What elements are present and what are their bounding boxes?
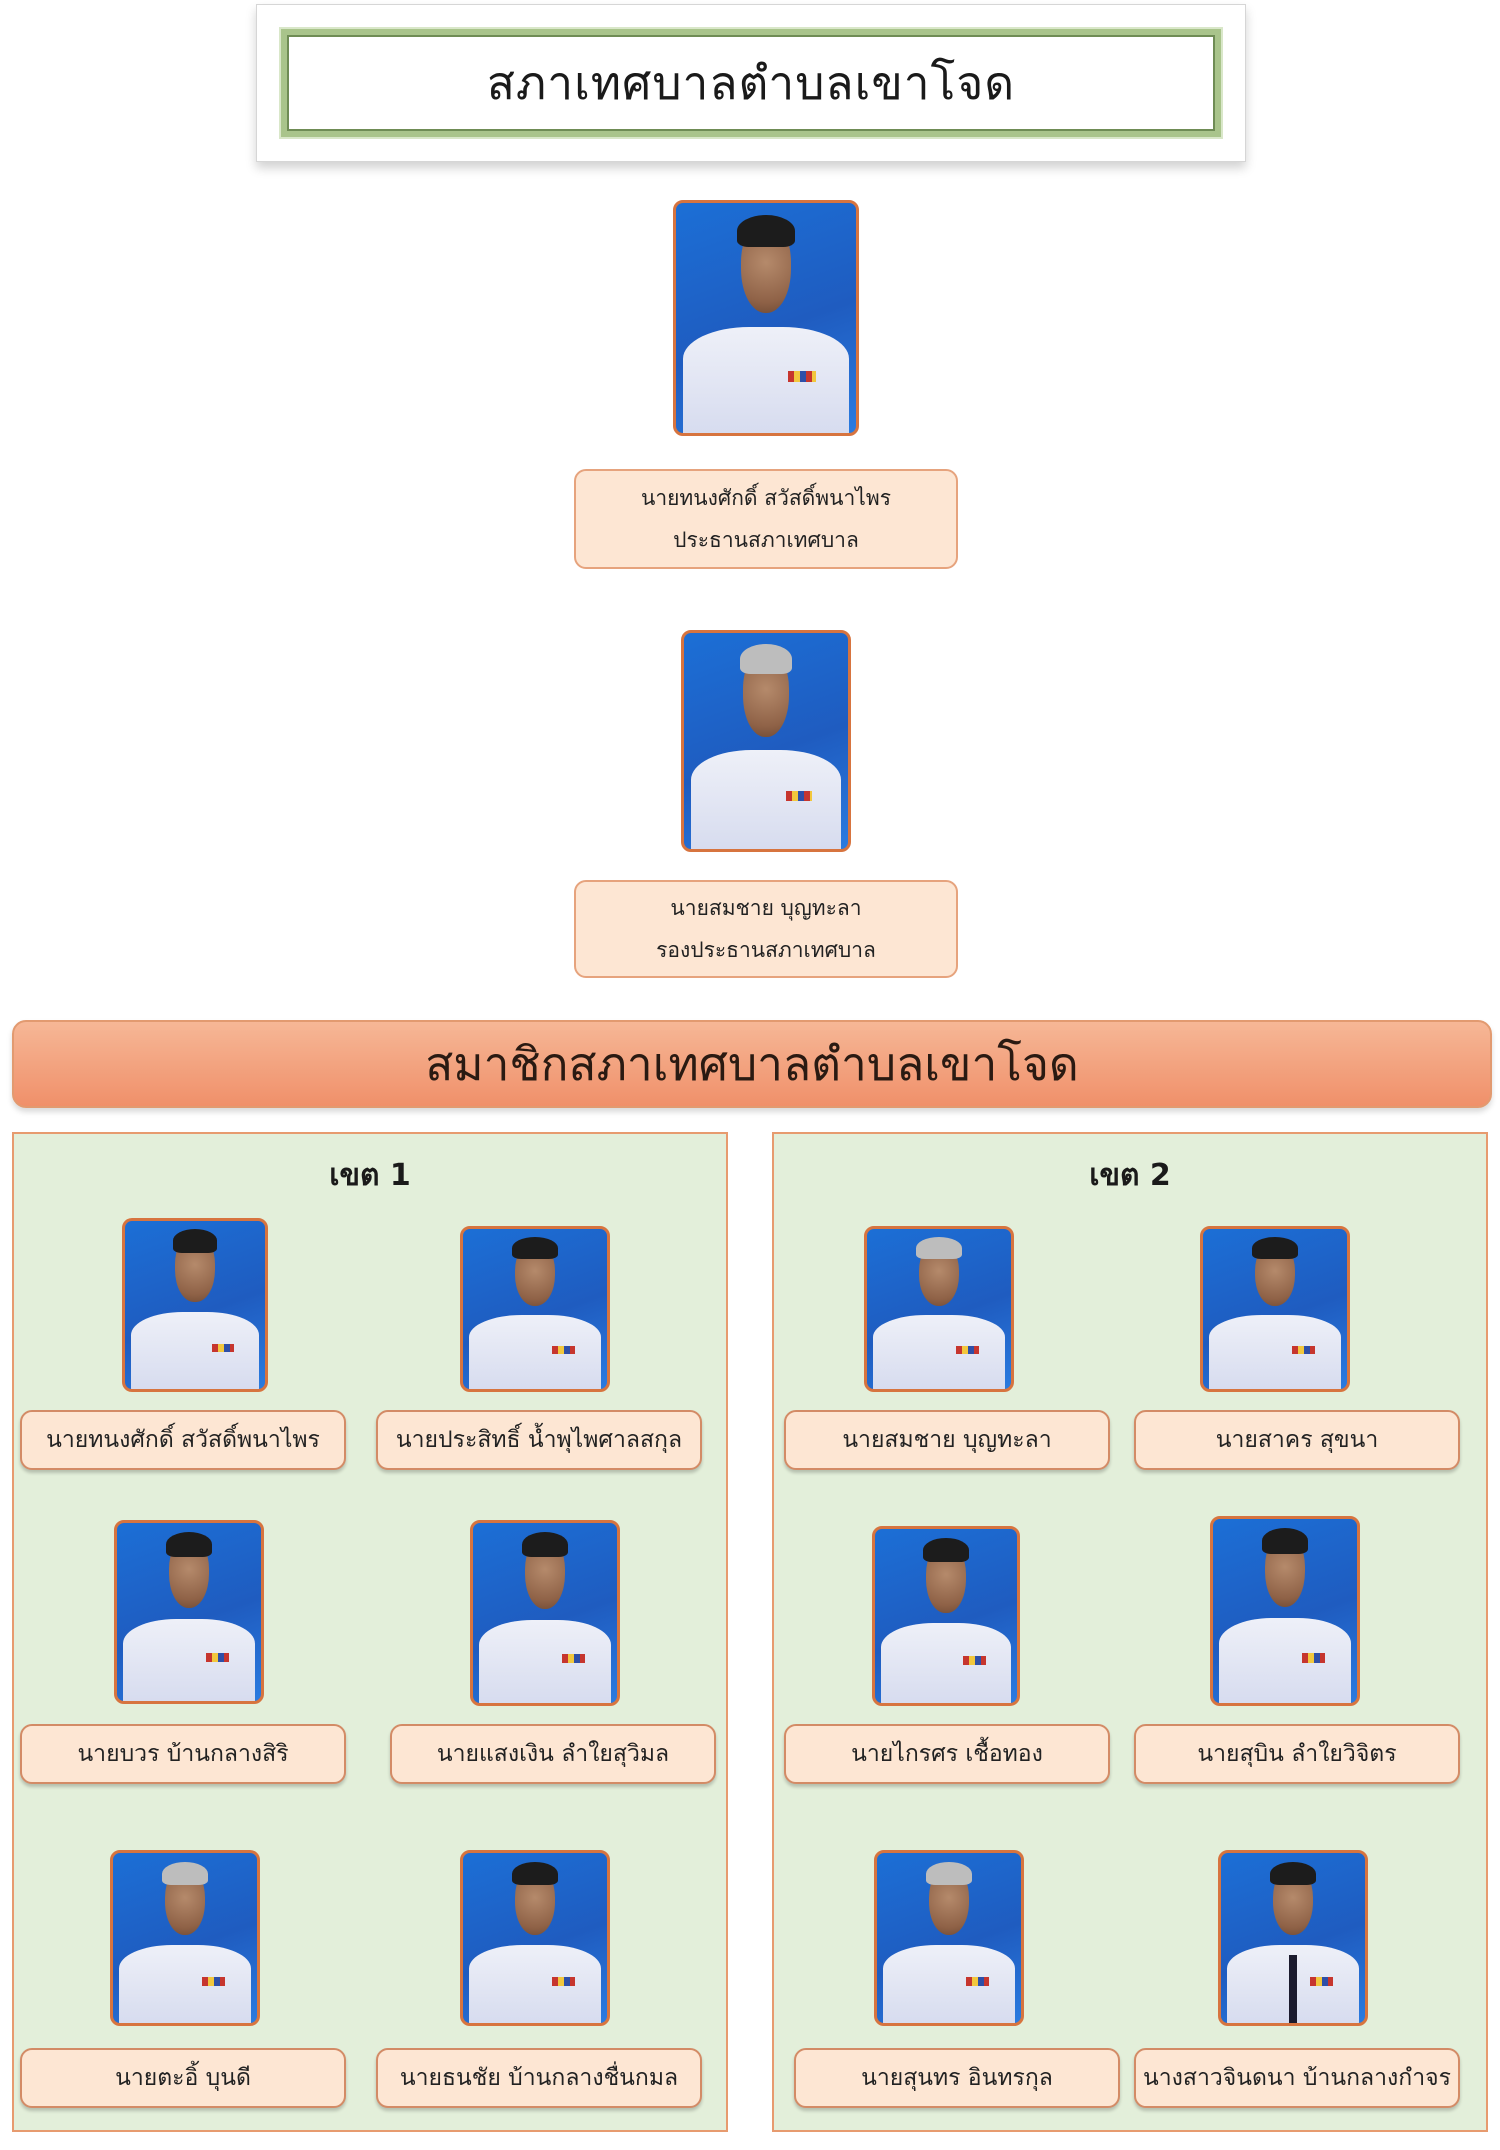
vice-president-name: นายสมชาย บุญทะลา: [670, 896, 862, 920]
member-name: นายประสิทธิ์ น้ำพุไพศาลสกุล: [376, 1410, 702, 1470]
zone-1-label: เขต 1: [329, 1158, 411, 1193]
title-frame: สภาเทศบาลตำบลเขาโจด: [256, 4, 1246, 162]
member-photo: [460, 1850, 610, 2026]
member-photo: [460, 1226, 610, 1392]
president-photo: [673, 200, 859, 436]
vice-president-name-box: นายสมชาย บุญทะลา รองประธานสภาเทศบาล: [574, 880, 958, 978]
president-name-box: นายทนงศักดิ์ สวัสดิ์พนาไพร ประธานสภาเทศบ…: [574, 469, 958, 569]
member-name: นายบวร บ้านกลางสิริ: [20, 1724, 346, 1784]
member-photo: [1210, 1516, 1360, 1706]
member-photo: [114, 1520, 264, 1704]
member-name: นางสาวจินดนา บ้านกลางกำจร: [1134, 2048, 1460, 2108]
member-name: นายแสงเงิน ลำใยสุวิมล: [390, 1724, 716, 1784]
member-photo: [1200, 1226, 1350, 1392]
member-photo: [470, 1520, 620, 1706]
members-title: สมาชิกสภาเทศบาลตำบลเขาโจด: [425, 1036, 1079, 1091]
member-photo: [1218, 1850, 1368, 2026]
president-position: ประธานสภาเทศบาล: [673, 528, 859, 552]
member-photo: [110, 1850, 260, 2026]
member-name: นายธนชัย บ้านกลางชื่นกมล: [376, 2048, 702, 2108]
member-name: นายสมชาย บุญทะลา: [784, 1410, 1110, 1470]
vice-president-position: รองประธานสภาเทศบาล: [656, 938, 876, 962]
page-title: สภาเทศบาลตำบลเขาโจด: [486, 55, 1016, 110]
member-name: นายสุนทร อินทรกุล: [794, 2048, 1120, 2108]
zone-2-panel: เขต 2 นายสมชาย บุญทะลา นายสาคร สุขนา นาย…: [772, 1132, 1488, 2132]
member-photo: [864, 1226, 1014, 1392]
president-name: นายทนงศักดิ์ สวัสดิ์พนาไพร: [640, 486, 891, 510]
zone-1-panel: เขต 1 นายทนงศักดิ์ สวัสดิ์พนาไพร นายประส…: [12, 1132, 728, 2132]
member-photo: [122, 1218, 268, 1392]
member-photo: [872, 1526, 1020, 1706]
member-name: นายทนงศักดิ์ สวัสดิ์พนาไพร: [20, 1410, 346, 1470]
members-banner: สมาชิกสภาเทศบาลตำบลเขาโจด: [12, 1020, 1492, 1108]
member-name: นายสาคร สุขนา: [1134, 1410, 1460, 1470]
member-name: นายไกรศร เชื้อทอง: [784, 1724, 1110, 1784]
member-name: นายสุบิน ลำใยวิจิตร: [1134, 1724, 1460, 1784]
vice-president-photo: [681, 630, 851, 852]
member-name: นายตะอิ้ บุนดี: [20, 2048, 346, 2108]
title-inner: สภาเทศบาลตำบลเขาโจด: [281, 29, 1221, 137]
zone-2-label: เขต 2: [1089, 1158, 1171, 1193]
member-photo: [874, 1850, 1024, 2026]
